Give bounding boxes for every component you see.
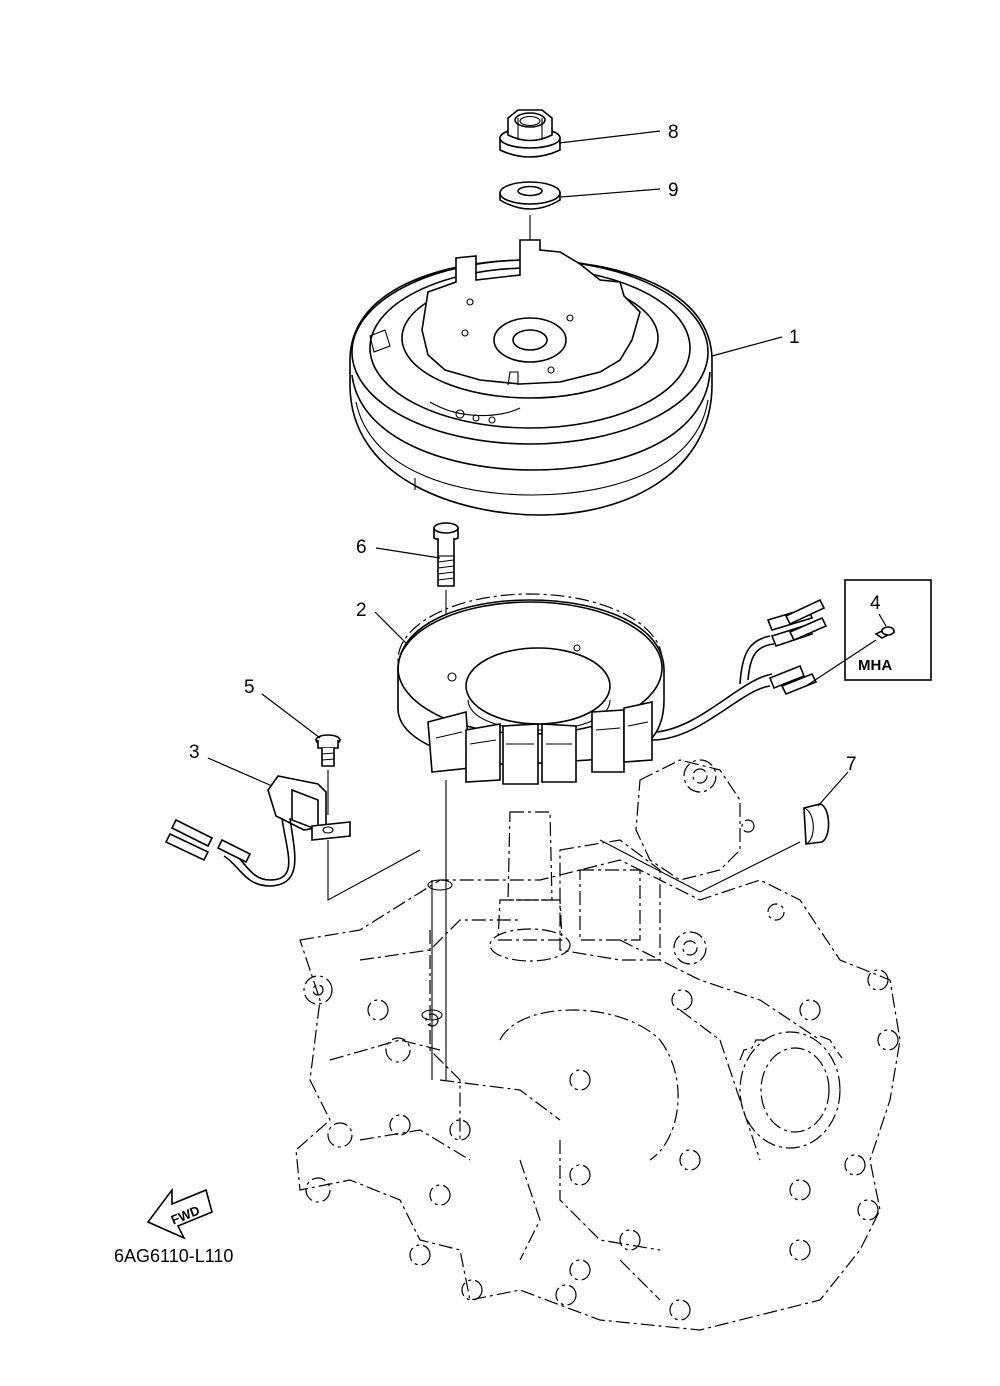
part-bolt bbox=[433, 522, 459, 587]
part-stator bbox=[397, 593, 828, 785]
part-mha-screw bbox=[844, 579, 932, 681]
callout-4: 4 bbox=[870, 593, 881, 614]
part-screw bbox=[315, 734, 341, 767]
callout-7: 7 bbox=[846, 754, 857, 775]
alignment-lines bbox=[327, 780, 801, 1080]
part-nut bbox=[499, 109, 561, 158]
figure-code: 6AG6110-L110 bbox=[114, 1246, 233, 1266]
callout-6: 6 bbox=[356, 537, 367, 558]
callout-2: 2 bbox=[356, 600, 367, 621]
part-washer bbox=[499, 181, 561, 210]
part-key bbox=[803, 803, 830, 845]
callout-8: 8 bbox=[668, 122, 679, 143]
variant-label-mha: MHA bbox=[858, 657, 892, 674]
part-flywheel bbox=[349, 239, 713, 516]
callout-3: 3 bbox=[189, 742, 200, 763]
callout-5: 5 bbox=[244, 677, 255, 698]
part-pulser-coil bbox=[164, 775, 351, 887]
callout-leaders bbox=[207, 130, 887, 807]
callout-1: 1 bbox=[789, 327, 800, 348]
callout-9: 9 bbox=[668, 180, 679, 201]
crankcase-outline bbox=[295, 759, 901, 1331]
forward-direction-arrow: FWD bbox=[146, 1187, 213, 1240]
